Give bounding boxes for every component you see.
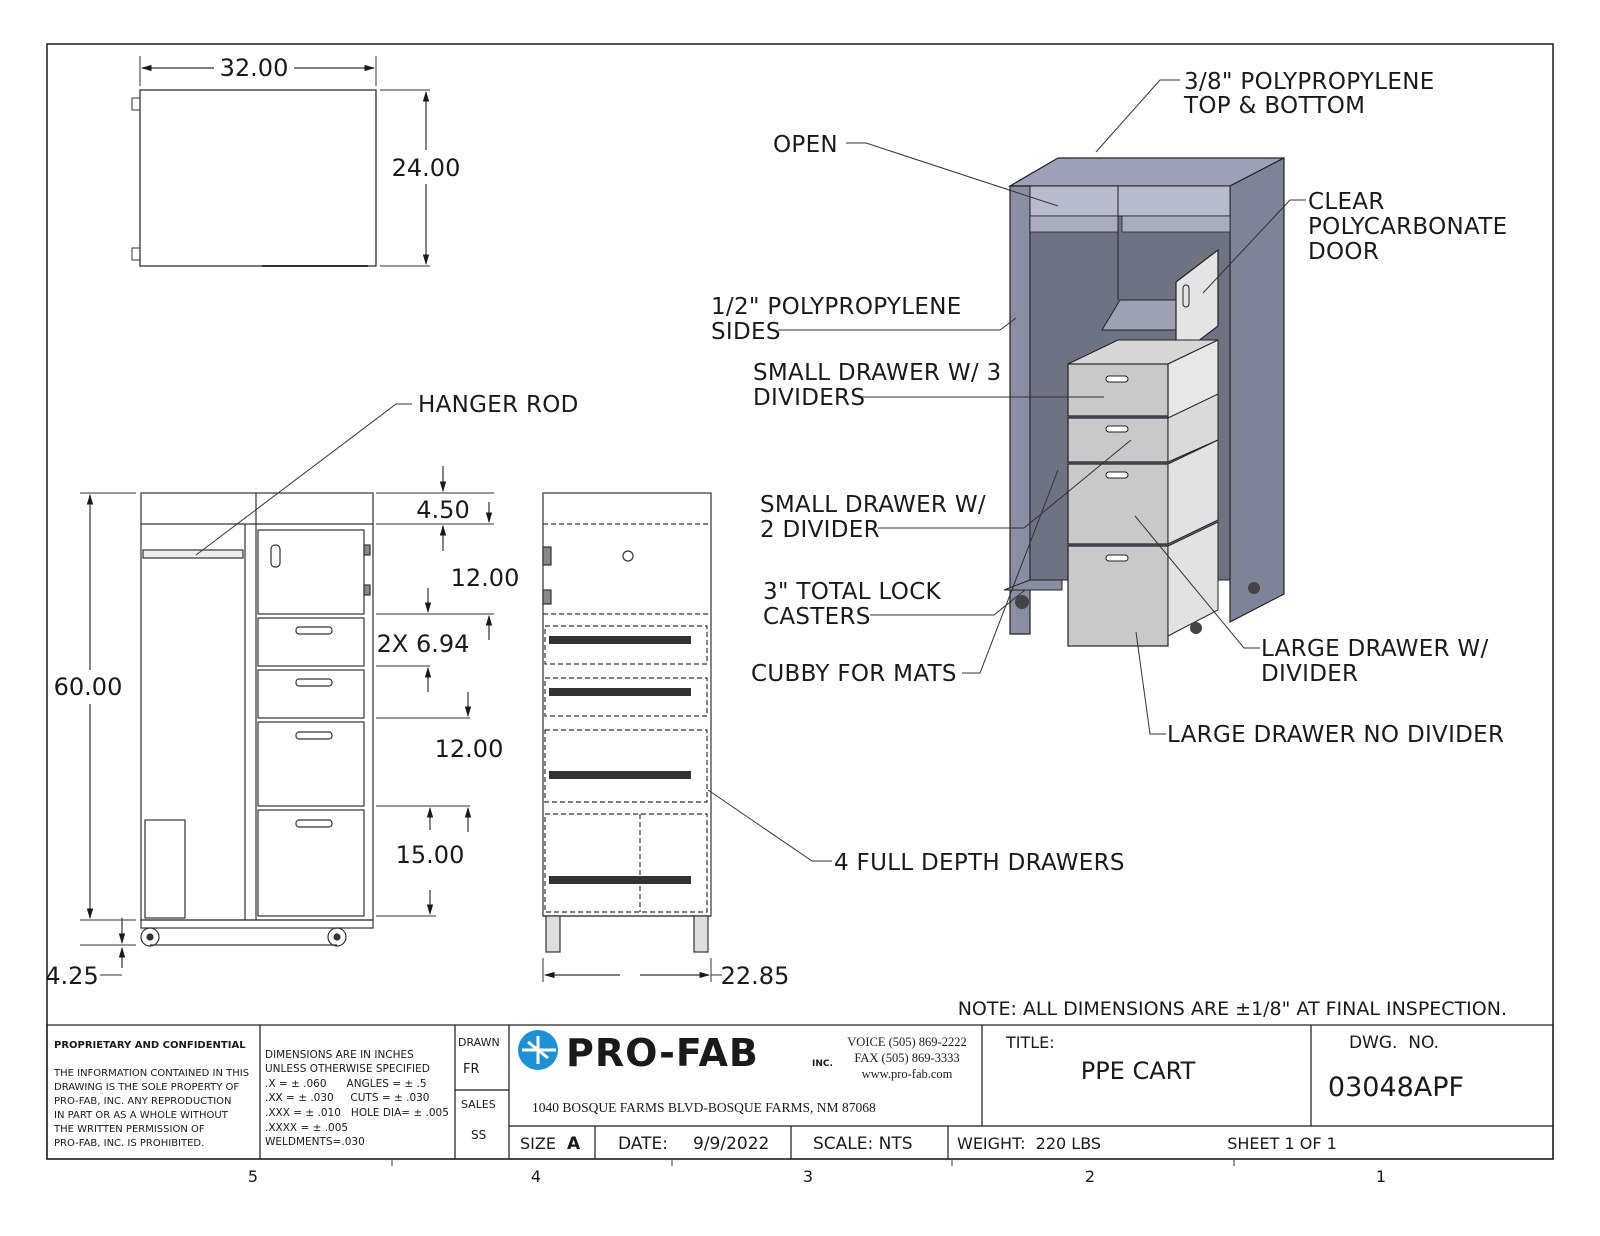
- callout-large-divider-1: LARGE DRAWER W/: [1261, 636, 1489, 662]
- callout-door-1: CLEAR: [1308, 189, 1385, 215]
- tolerance-line-6: .XXXX = ± .005: [265, 1122, 348, 1134]
- zone-4: 4: [531, 1167, 541, 1186]
- leader-lines: [195, 79, 1306, 862]
- company-name: PRO-FAB: [566, 1031, 759, 1075]
- sheet-number: SHEET 1 OF 1: [1227, 1134, 1337, 1153]
- zone-5: 5: [248, 1167, 258, 1186]
- dim-side-width: 22.85: [721, 962, 790, 990]
- callout-open: OPEN: [773, 132, 838, 158]
- front-view: [140, 492, 374, 947]
- zone-2: 2: [1085, 1167, 1095, 1186]
- sales-label: SALES: [461, 1098, 496, 1111]
- proprietary-line-5: THE WRITTEN PERMISSION OF: [53, 1124, 205, 1135]
- title-value: PPE CART: [1081, 1057, 1196, 1085]
- dim-large-drawer-2: 15.00: [396, 841, 465, 869]
- proprietary-line-2: DRAWING IS THE SOLE PROPERTY OF: [54, 1082, 239, 1093]
- zone-3: 3: [803, 1167, 813, 1186]
- tolerance-line-3: .X = ± .060 ANGLES = ± .5: [265, 1078, 427, 1090]
- dim-small-drawers: 2X 6.94: [377, 630, 470, 658]
- iso-small-drawer-1: [1067, 363, 1169, 417]
- hanger-rod: [142, 549, 244, 559]
- callout-large-divider-2: DIVIDER: [1261, 661, 1358, 687]
- size-value: A: [567, 1134, 581, 1154]
- drawn-label: DRAWN: [458, 1036, 500, 1049]
- title-block: [46, 1024, 1554, 1160]
- cubby: [144, 819, 186, 919]
- tolerance-line-2: UNLESS OTHERWISE SPECIFIED: [265, 1063, 430, 1075]
- callout-large-no-divider: LARGE DRAWER NO DIVIDER: [1167, 722, 1504, 748]
- pro-fab-logo: PRO-FAB INC.: [518, 1030, 833, 1075]
- small-drawer-front-2: [257, 669, 365, 719]
- weight: WEIGHT: 220 LBS: [957, 1134, 1101, 1153]
- drawer-slides: [549, 636, 691, 884]
- large-drawer-front-2: [257, 809, 365, 917]
- tolerance-line-1: DIMENSIONS ARE IN INCHES: [265, 1049, 414, 1061]
- proprietary-line-4: IN PART OR AS A WHOLE WITHOUT: [54, 1110, 229, 1121]
- website: www.pro-fab.com: [862, 1067, 953, 1081]
- polycarbonate-door: [1175, 248, 1219, 360]
- iso-small-drawer-2: [1067, 417, 1169, 463]
- drawn-value: FR: [463, 1062, 480, 1077]
- zone-1: 1: [1376, 1167, 1386, 1186]
- isometric-view: [1003, 157, 1285, 647]
- dim-height-total: 60.00: [54, 673, 123, 701]
- callout-door-2: POLYCARBONATE: [1308, 214, 1507, 240]
- title-label: TITLE:: [1005, 1033, 1055, 1052]
- callout-full-depth: 4 FULL DEPTH DRAWERS: [834, 850, 1125, 876]
- dim-door-height: 12.00: [451, 564, 520, 592]
- tolerance-line-4: .XX = ± .030 CUTS = ± .030: [265, 1092, 429, 1104]
- fax-number: FAX (505) 869-3333: [854, 1051, 959, 1065]
- front-view-dims: [80, 466, 494, 976]
- proprietary-line-1: THE INFORMATION CONTAINED IN THIS: [53, 1068, 249, 1079]
- callout-small-drawer-2-1: SMALL DRAWER W/: [760, 492, 986, 518]
- small-drawer-front-1: [257, 617, 365, 667]
- proprietary-heading: PROPRIETARY AND CONFIDENTIAL: [54, 1040, 246, 1051]
- callout-casters-1: 3" TOTAL LOCK: [763, 579, 942, 605]
- callout-small-drawer-3-2: DIVIDERS: [753, 385, 865, 411]
- address: 1040 BOSQUE FARMS BLVD-BOSQUE FARMS, NM …: [532, 1100, 876, 1115]
- voice-number: VOICE (505) 869-2222: [847, 1035, 966, 1049]
- callout-sides-2: SIDES: [711, 319, 781, 345]
- callout-small-drawer-3-1: SMALL DRAWER W/ 3: [753, 360, 1001, 386]
- proprietary-line-6: PRO-FAB, INC. IS PROHIBITED.: [54, 1138, 204, 1149]
- callout-sides-1: 1/2" POLYPROPYLENE: [711, 294, 962, 320]
- date-value: 9/9/2022: [693, 1134, 769, 1154]
- dim-top-cubby: 4.50: [416, 496, 469, 524]
- dwg-label: DWG. NO.: [1349, 1033, 1439, 1053]
- dim-caster-height: 4.25: [45, 962, 98, 990]
- dim-width-top: 32.00: [220, 54, 289, 82]
- size-label: SIZE: [520, 1134, 556, 1153]
- sales-value: SS: [471, 1128, 486, 1142]
- proprietary-line-3: PRO-FAB, INC. ANY REPRODUCTION: [54, 1096, 232, 1107]
- company-suffix: INC.: [812, 1059, 833, 1069]
- callout-top-bottom-2: TOP & BOTTOM: [1183, 93, 1365, 119]
- door: [257, 529, 365, 615]
- iso-large-drawer-2: [1067, 545, 1169, 647]
- callout-door-3: DOOR: [1308, 239, 1379, 265]
- dim-depth-top: 24.00: [392, 154, 461, 182]
- top-view-outline: [139, 89, 377, 267]
- large-drawer-front-1: [257, 721, 365, 807]
- tolerance-line-7: WELDMENTS=.030: [265, 1136, 365, 1148]
- dim-large-drawer-1: 12.00: [435, 735, 504, 763]
- callouts: 3/8" POLYPROPYLENE TOP & BOTTOM OPEN CLE…: [418, 69, 1507, 876]
- callout-small-drawer-2-2: 2 DIVIDER: [760, 517, 880, 543]
- side-view: [542, 492, 712, 953]
- date-label: DATE:: [618, 1134, 668, 1154]
- top-view: 32.00 24.00: [131, 54, 461, 267]
- inspection-note: NOTE: ALL DIMENSIONS ARE ±1/8" AT FINAL …: [958, 998, 1507, 1020]
- scale: SCALE: NTS: [813, 1134, 913, 1154]
- callout-cubby: CUBBY FOR MATS: [751, 661, 957, 687]
- zone-markers: 5 4 3 2 1: [248, 1159, 1386, 1186]
- callout-hanger-rod: HANGER ROD: [418, 392, 579, 418]
- callout-casters-2: CASTERS: [763, 604, 871, 630]
- callout-top-bottom-1: 3/8" POLYPROPYLENE: [1184, 69, 1435, 95]
- cabinet-right-side: [1229, 157, 1285, 623]
- cabinet-left-side: [1009, 185, 1031, 635]
- dwg-value: 03048APF: [1328, 1072, 1464, 1103]
- tolerance-line-5: .XXX = ± .010 HOLE DIA= ± .005: [265, 1107, 449, 1119]
